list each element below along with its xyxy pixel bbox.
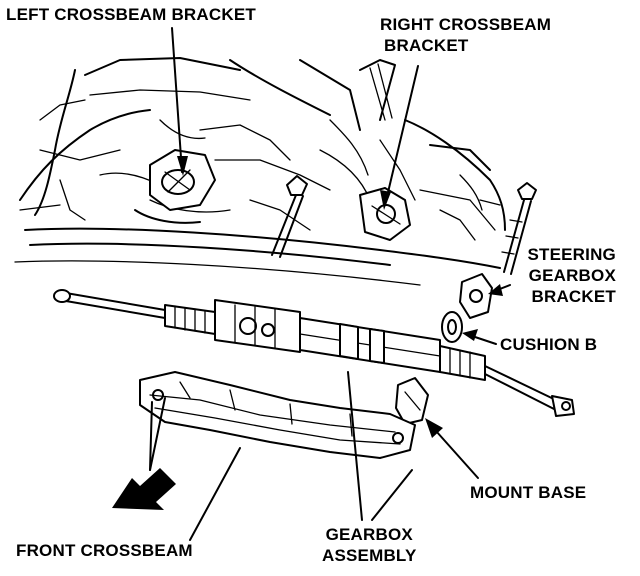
left-crossbeam-bracket-shape	[134, 149, 216, 224]
mount-base-label: MOUNT BASE	[470, 482, 586, 503]
cushion-b-text: CUSHION B	[500, 335, 598, 354]
center-bolt	[271, 175, 308, 258]
steering-gearbox-bracket-shape	[459, 273, 493, 319]
leader-lines	[149, 27, 511, 541]
steering-gearbox-bracket-line1: STEERING	[527, 245, 616, 264]
front-crossbeam-shape	[139, 371, 416, 459]
right-crossbeam-bracket-line2: BRACKET	[384, 36, 469, 55]
mount-base-shape	[395, 377, 429, 425]
front-arrow-icon	[112, 468, 176, 510]
gearbox-assembly-line2: ASSEMBLY	[322, 546, 417, 565]
right-bolt	[501, 182, 537, 275]
right-crossbeam-bracket-shape	[359, 187, 411, 241]
right-crossbeam-bracket-label: RIGHT CROSSBEAM BRACKET	[380, 14, 551, 56]
gearbox-assembly-shape	[53, 289, 575, 417]
mount-base-text: MOUNT BASE	[470, 483, 587, 502]
gearbox-assembly-label: GEARBOX ASSEMBLY	[322, 524, 417, 566]
front-crossbeam-label: FRONT CROSSBEAM	[16, 540, 193, 561]
gearbox-assembly-line1: GEARBOX	[325, 525, 413, 544]
front-crossbeam-text: FRONT CROSSBEAM	[16, 541, 193, 560]
chassis-frame	[14, 57, 506, 286]
steering-gearbox-bracket-line2: GEARBOX	[528, 266, 616, 285]
right-crossbeam-bracket-line1: RIGHT CROSSBEAM	[380, 15, 552, 34]
cushion-b-label: CUSHION B	[500, 334, 597, 355]
left-crossbeam-bracket-label: LEFT CROSSBEAM BRACKET	[6, 4, 256, 25]
steering-gearbox-bracket-label: STEERING GEARBOX BRACKET	[516, 244, 616, 307]
steering-gearbox-bracket-line3: BRACKET	[531, 287, 616, 306]
left-crossbeam-bracket-text: LEFT CROSSBEAM BRACKET	[6, 5, 256, 24]
